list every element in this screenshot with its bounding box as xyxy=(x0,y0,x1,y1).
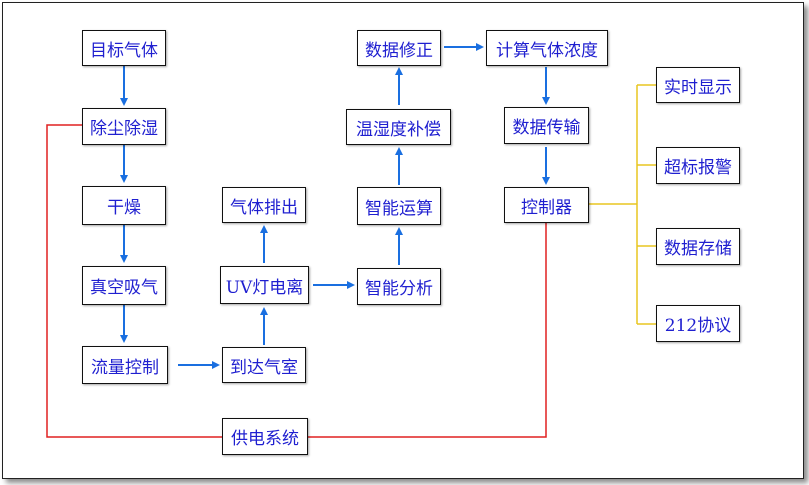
node-data-correction: 数据修正 xyxy=(357,30,441,66)
node-uv-lamp-ionize: UV灯电离 xyxy=(220,266,309,304)
node-over-limit-alarm: 超标报警 xyxy=(656,147,740,184)
node-target-gas: 目标气体 xyxy=(82,30,166,66)
node-calc-concentration: 计算气体浓度 xyxy=(486,30,608,66)
power-line-right xyxy=(308,223,547,438)
node-reach-chamber: 到达气室 xyxy=(222,347,306,383)
node-data-transmission: 数据传输 xyxy=(504,107,589,144)
node-power-system: 供电系统 xyxy=(222,418,308,455)
node-controller: 控制器 xyxy=(504,187,589,223)
node-data-storage: 数据存储 xyxy=(656,228,740,265)
node-protocol-212: 212协议 xyxy=(656,305,740,342)
node-gas-exhaust: 气体排出 xyxy=(222,187,306,223)
node-flow-control: 流量控制 xyxy=(82,346,168,384)
node-temp-humidity-comp: 温湿度补偿 xyxy=(346,109,451,145)
node-dust-dehumidify: 除尘除湿 xyxy=(82,108,166,145)
power-line-left xyxy=(46,124,222,438)
node-vacuum-suction: 真空吸气 xyxy=(82,266,166,305)
node-smart-analysis: 智能分析 xyxy=(357,268,441,305)
node-realtime-display: 实时显示 xyxy=(656,67,740,103)
node-dry: 干燥 xyxy=(82,186,166,225)
node-smart-compute: 智能运算 xyxy=(357,187,441,225)
